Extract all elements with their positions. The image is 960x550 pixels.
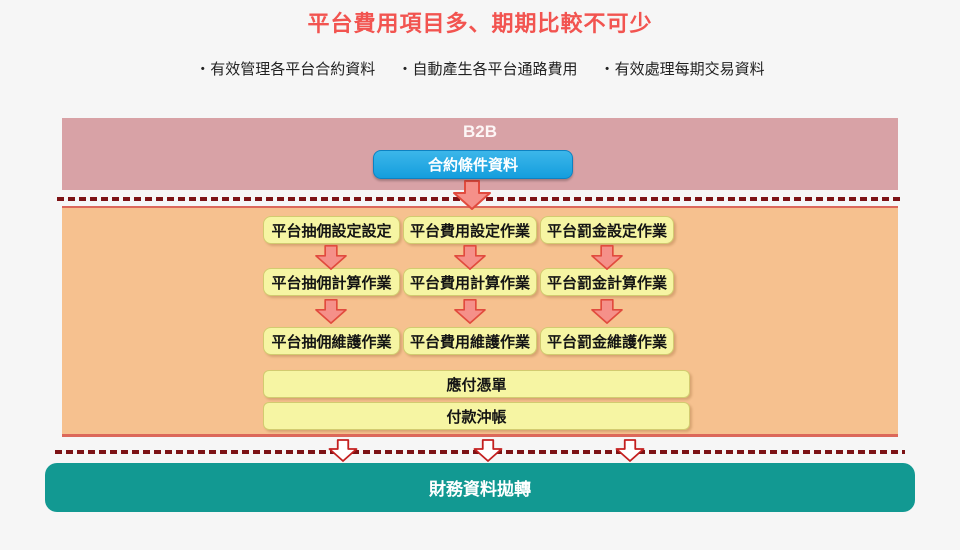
arrow-down-icon — [315, 245, 347, 270]
process-box: 平台費用維護作業 — [403, 327, 537, 355]
process-box: 平台費用計算作業 — [403, 268, 537, 296]
arrow-down-icon — [454, 299, 486, 324]
process-box: 平台罰金設定作業 — [540, 216, 674, 244]
bullet-item: ・有效管理各平台合約資料 — [195, 61, 376, 78]
process-box: 平台抽佣設定設定 — [263, 216, 400, 244]
feature-bullets: ・有效管理各平台合約資料 ・自動產生各平台通路費用 ・有效處理每期交易資料 — [0, 58, 960, 79]
finance-transfer-bar: 財務資料拋轉 — [45, 463, 915, 512]
arrow-down-icon — [454, 245, 486, 270]
wide-process-bar: 應付憑單 — [263, 370, 690, 398]
contract-data-button: 合約條件資料 — [373, 150, 573, 179]
process-box: 平台罰金維護作業 — [540, 327, 674, 355]
wide-process-bar: 付款沖帳 — [263, 402, 690, 430]
arrow-down-icon — [473, 439, 503, 462]
arrow-down-icon — [591, 245, 623, 270]
banner-title: B2B — [462, 122, 497, 141]
arrow-down-icon — [453, 180, 491, 210]
process-box: 平台抽佣計算作業 — [263, 268, 400, 296]
bullet-item: ・有效處理每期交易資料 — [599, 61, 765, 78]
process-box: 平台罰金計算作業 — [540, 268, 674, 296]
arrow-down-icon — [328, 439, 358, 462]
bullet-item: ・自動產生各平台通路費用 — [397, 61, 578, 78]
arrow-down-icon — [591, 299, 623, 324]
process-panel — [62, 206, 898, 437]
page-title: 平台費用項目多、期期比較不可少 — [307, 11, 653, 36]
arrow-down-icon — [615, 439, 645, 462]
arrow-down-icon — [315, 299, 347, 324]
process-box: 平台抽佣維護作業 — [263, 327, 400, 355]
process-box: 平台費用設定作業 — [403, 216, 537, 244]
